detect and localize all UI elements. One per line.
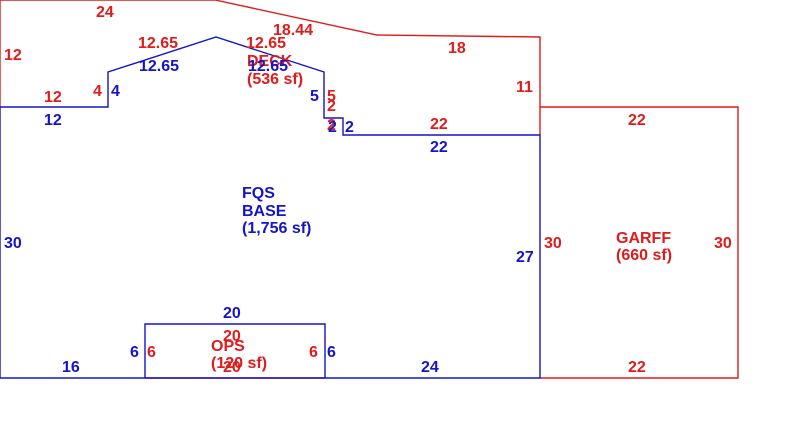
dim-blue-ops-top-20: 20: [223, 305, 241, 322]
deck-label: DECK: [247, 53, 293, 70]
dim-red-step-2b: 2: [327, 117, 336, 134]
garage-label: GARFF: [616, 230, 671, 247]
dim-blue-bottom-24: 24: [421, 359, 439, 376]
dim-red-step-2a: 2: [327, 98, 336, 115]
dim-red-slope-18-44: 18.44: [273, 22, 313, 39]
dim-red-ops-top-20: 20: [223, 328, 241, 345]
ops-label: OPS: [211, 338, 245, 355]
dim-blue-ops-right-6: 6: [327, 344, 336, 361]
dim-blue-ledge-22: 22: [430, 139, 448, 156]
dim-blue-step-4: 4: [111, 83, 120, 100]
dim-red-step-4: 4: [93, 83, 102, 100]
base-area: (1,756 sf): [242, 220, 311, 237]
dim-red-ops-left-6: 6: [147, 344, 156, 361]
garage-outline: [540, 106, 739, 379]
dim-red-top-24: 24: [96, 4, 114, 21]
deck-area: (536 sf): [247, 71, 303, 88]
dim-red-step-5: 5: [327, 88, 336, 105]
dim-red-ridge-right: 12.65: [246, 35, 286, 52]
dim-red-garage-top-22: 22: [628, 112, 646, 129]
ops-area: (120 sf): [211, 355, 267, 372]
dim-blue-left-30: 30: [4, 235, 22, 252]
dim-red-top-18: 18: [448, 40, 466, 57]
dim-blue-bottom-16: 16: [62, 359, 80, 376]
dim-red-ops-right-6: 6: [309, 344, 318, 361]
base-label-line1: FQS: [242, 185, 275, 202]
dim-red-left-12: 12: [4, 47, 22, 64]
base-label-line2: BASE: [242, 203, 287, 220]
deck-outline: [0, 0, 541, 135]
dim-blue-ridge-left: 12.65: [139, 58, 179, 75]
garage-area: (660 sf): [616, 247, 672, 264]
dim-red-garage-left-30: 30: [544, 235, 562, 252]
dim-blue-step-5: 5: [310, 88, 319, 105]
dim-red-ledge-22: 22: [430, 116, 448, 133]
dim-blue-ridge-right: 12.65: [248, 58, 288, 75]
dim-red-garage-right-30: 30: [714, 235, 732, 252]
dim-red-garage-bottom-22: 22: [628, 359, 646, 376]
base-outline: [0, 36, 541, 379]
dim-blue-step-12: 12: [44, 112, 62, 129]
dim-blue-right-27: 27: [516, 249, 534, 266]
dim-red-right-11: 11: [516, 79, 533, 96]
dim-blue-step-2b: 2: [345, 119, 354, 136]
dim-red-ops-bottom-20: 20: [223, 359, 241, 376]
dim-red-ridge-left: 12.65: [138, 35, 178, 52]
dim-blue-step-2a: 2: [328, 119, 337, 136]
dim-red-step-12: 12: [44, 89, 62, 106]
ops-outline: [144, 323, 326, 378]
dim-blue-ops-left-6: 6: [130, 344, 139, 361]
